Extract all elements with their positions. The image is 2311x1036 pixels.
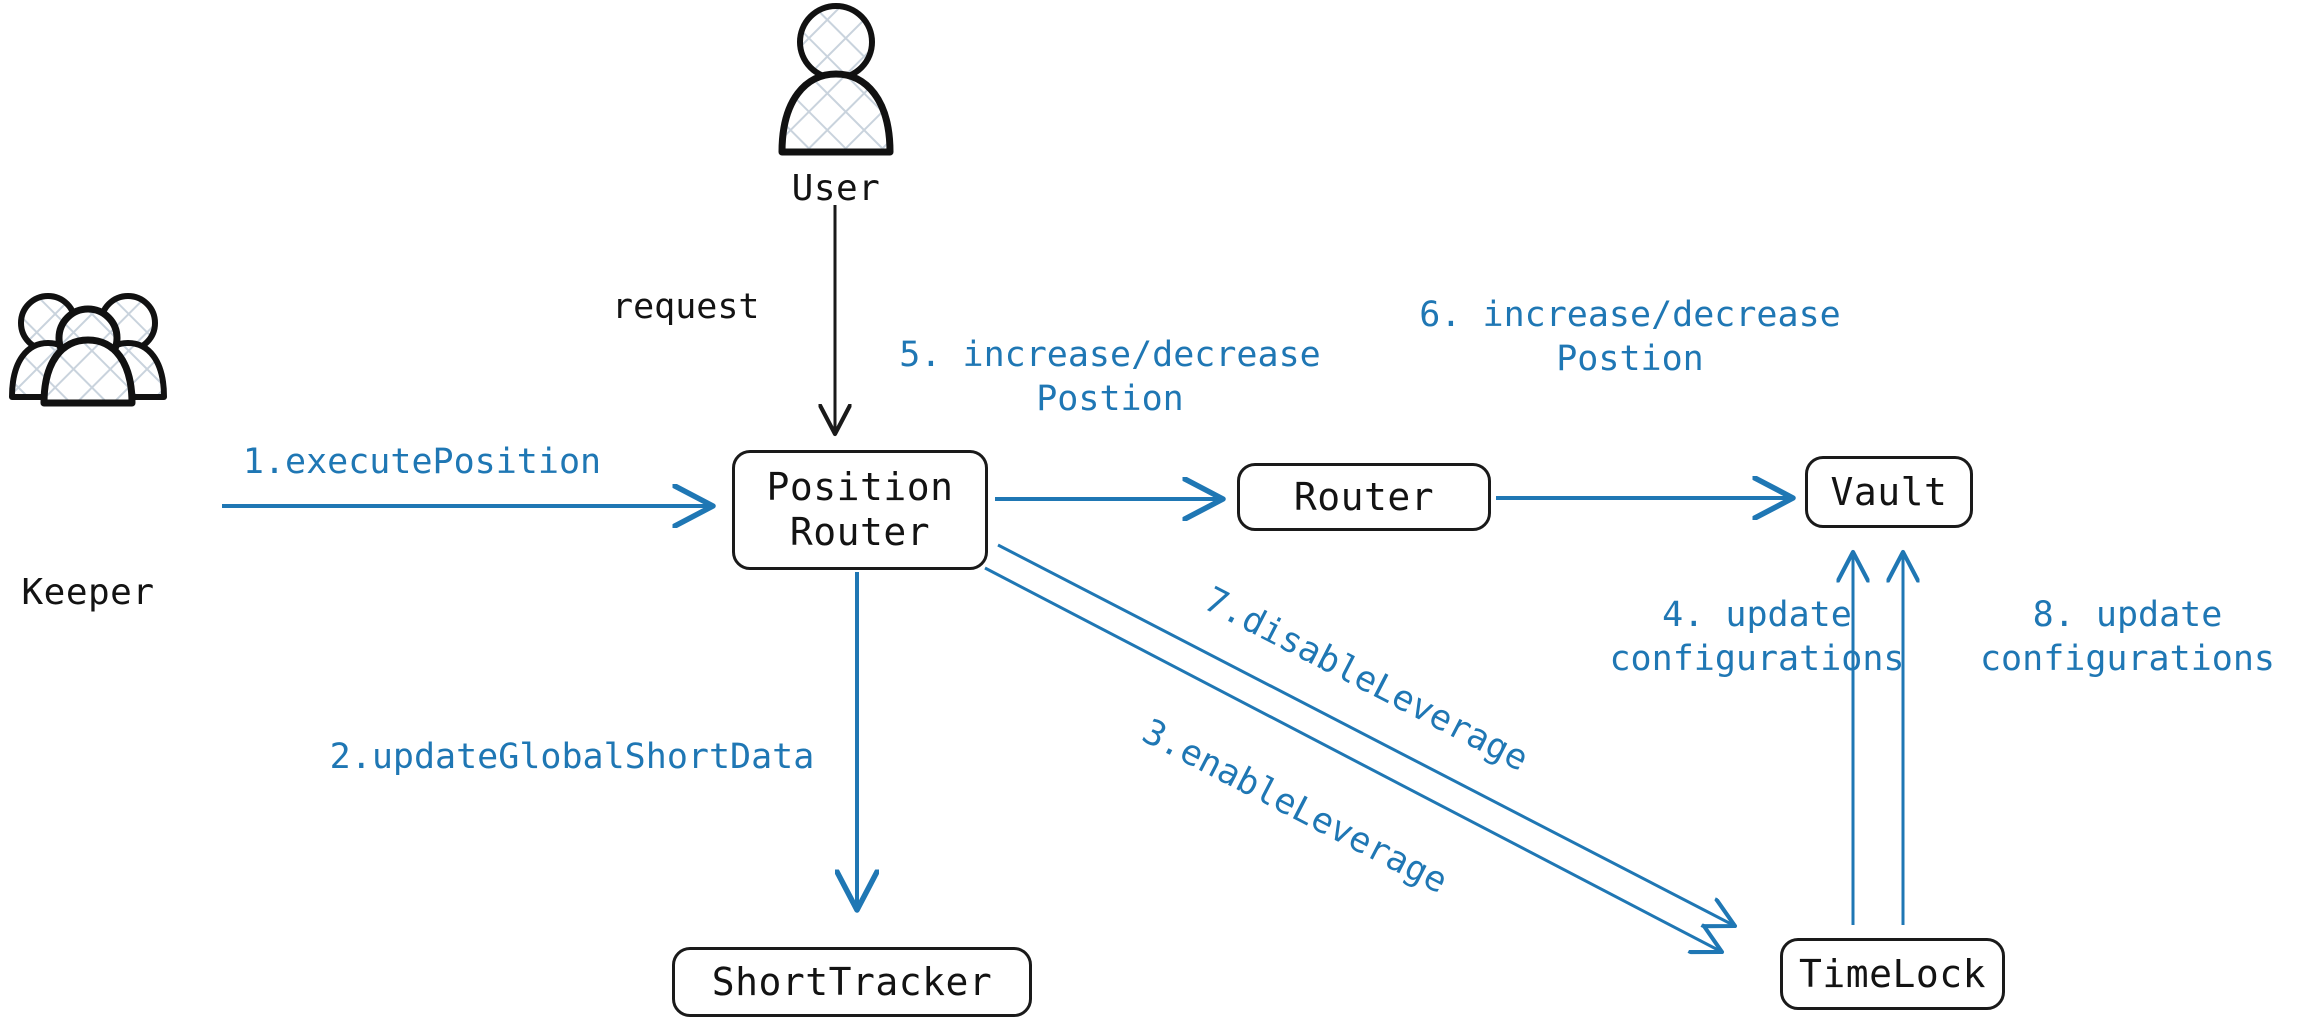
edge-label-step4-update-configurations: 4. update configurations [1609,595,1905,680]
edge-label-step2-update-global-short-data: 2.updateGlobalShortData [329,737,815,777]
edge-label-request: request [612,287,760,327]
actor-label-user: User [791,168,881,209]
group-of-people-icon [9,293,167,407]
edge-label-step5-increase-decrease-postion: 5. increase/decrease Postion [899,335,1321,420]
edge-label-step8-update-configurations: 8. update configurations [1979,595,2275,680]
arrow-position-router-to-timelock-enable [984,566,1722,952]
node-timelock[interactable]: TimeLock [1780,938,2005,1010]
single-person-icon [778,3,894,156]
edge-label-step1-execute-position: 1.executePosition [242,442,602,482]
node-short-tracker[interactable]: ShortTracker [672,947,1032,1017]
actor-label-keeper: Keeper [21,572,155,613]
node-position-router[interactable]: Position Router [732,450,988,570]
arrow-position-router-to-timelock-disable [997,543,1735,926]
node-router[interactable]: Router [1237,463,1491,531]
node-vault[interactable]: Vault [1805,456,1973,528]
edge-label-step6-increase-decrease-postion: 6. increase/decrease Postion [1419,295,1841,380]
